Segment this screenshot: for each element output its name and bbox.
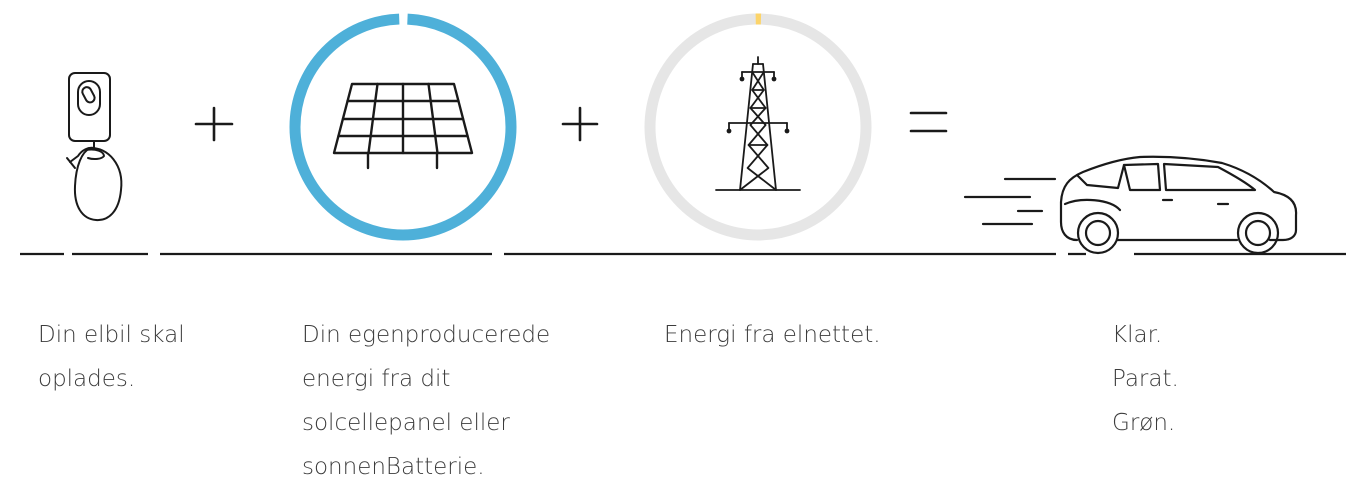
electric-car-icon bbox=[1059, 155, 1298, 255]
solar-energy-ring bbox=[289, 13, 517, 241]
caption-line: Grøn. bbox=[1112, 410, 1176, 436]
caption-self-produced-energy: Din egenproducerede energi fra dit solce… bbox=[302, 313, 550, 489]
plus-icon bbox=[561, 106, 599, 142]
caption-line: Parat. bbox=[1112, 366, 1179, 392]
caption-line: solcellepanel eller bbox=[302, 410, 510, 436]
caption-line: oplades. bbox=[38, 366, 136, 392]
caption-line: sonnenBatterie. bbox=[302, 454, 485, 480]
grid-energy-ring bbox=[644, 13, 872, 241]
equals-icon bbox=[909, 111, 948, 133]
caption-line: Energi fra elnettet. bbox=[664, 322, 881, 348]
caption-charge-car: Din elbil skal oplades. bbox=[38, 313, 185, 401]
power-pylon-icon bbox=[715, 56, 801, 191]
plus-icon bbox=[194, 106, 234, 142]
wallbox-charger-icon bbox=[66, 72, 123, 222]
solar-panel-icon bbox=[332, 82, 474, 170]
caption-ready: Klar. Parat. Grøn. bbox=[1112, 313, 1179, 445]
caption-line: Klar. bbox=[1112, 322, 1163, 348]
speed-lines bbox=[963, 177, 1057, 226]
caption-line: Din elbil skal bbox=[38, 322, 185, 348]
caption-line: Din egenproducerede bbox=[302, 322, 551, 348]
pylon-insulators bbox=[726, 76, 790, 134]
grid-energy-ring-highlight bbox=[644, 13, 872, 241]
caption-line: energi fra dit bbox=[302, 366, 451, 392]
caption-grid-energy: Energi fra elnettet. bbox=[664, 313, 881, 357]
